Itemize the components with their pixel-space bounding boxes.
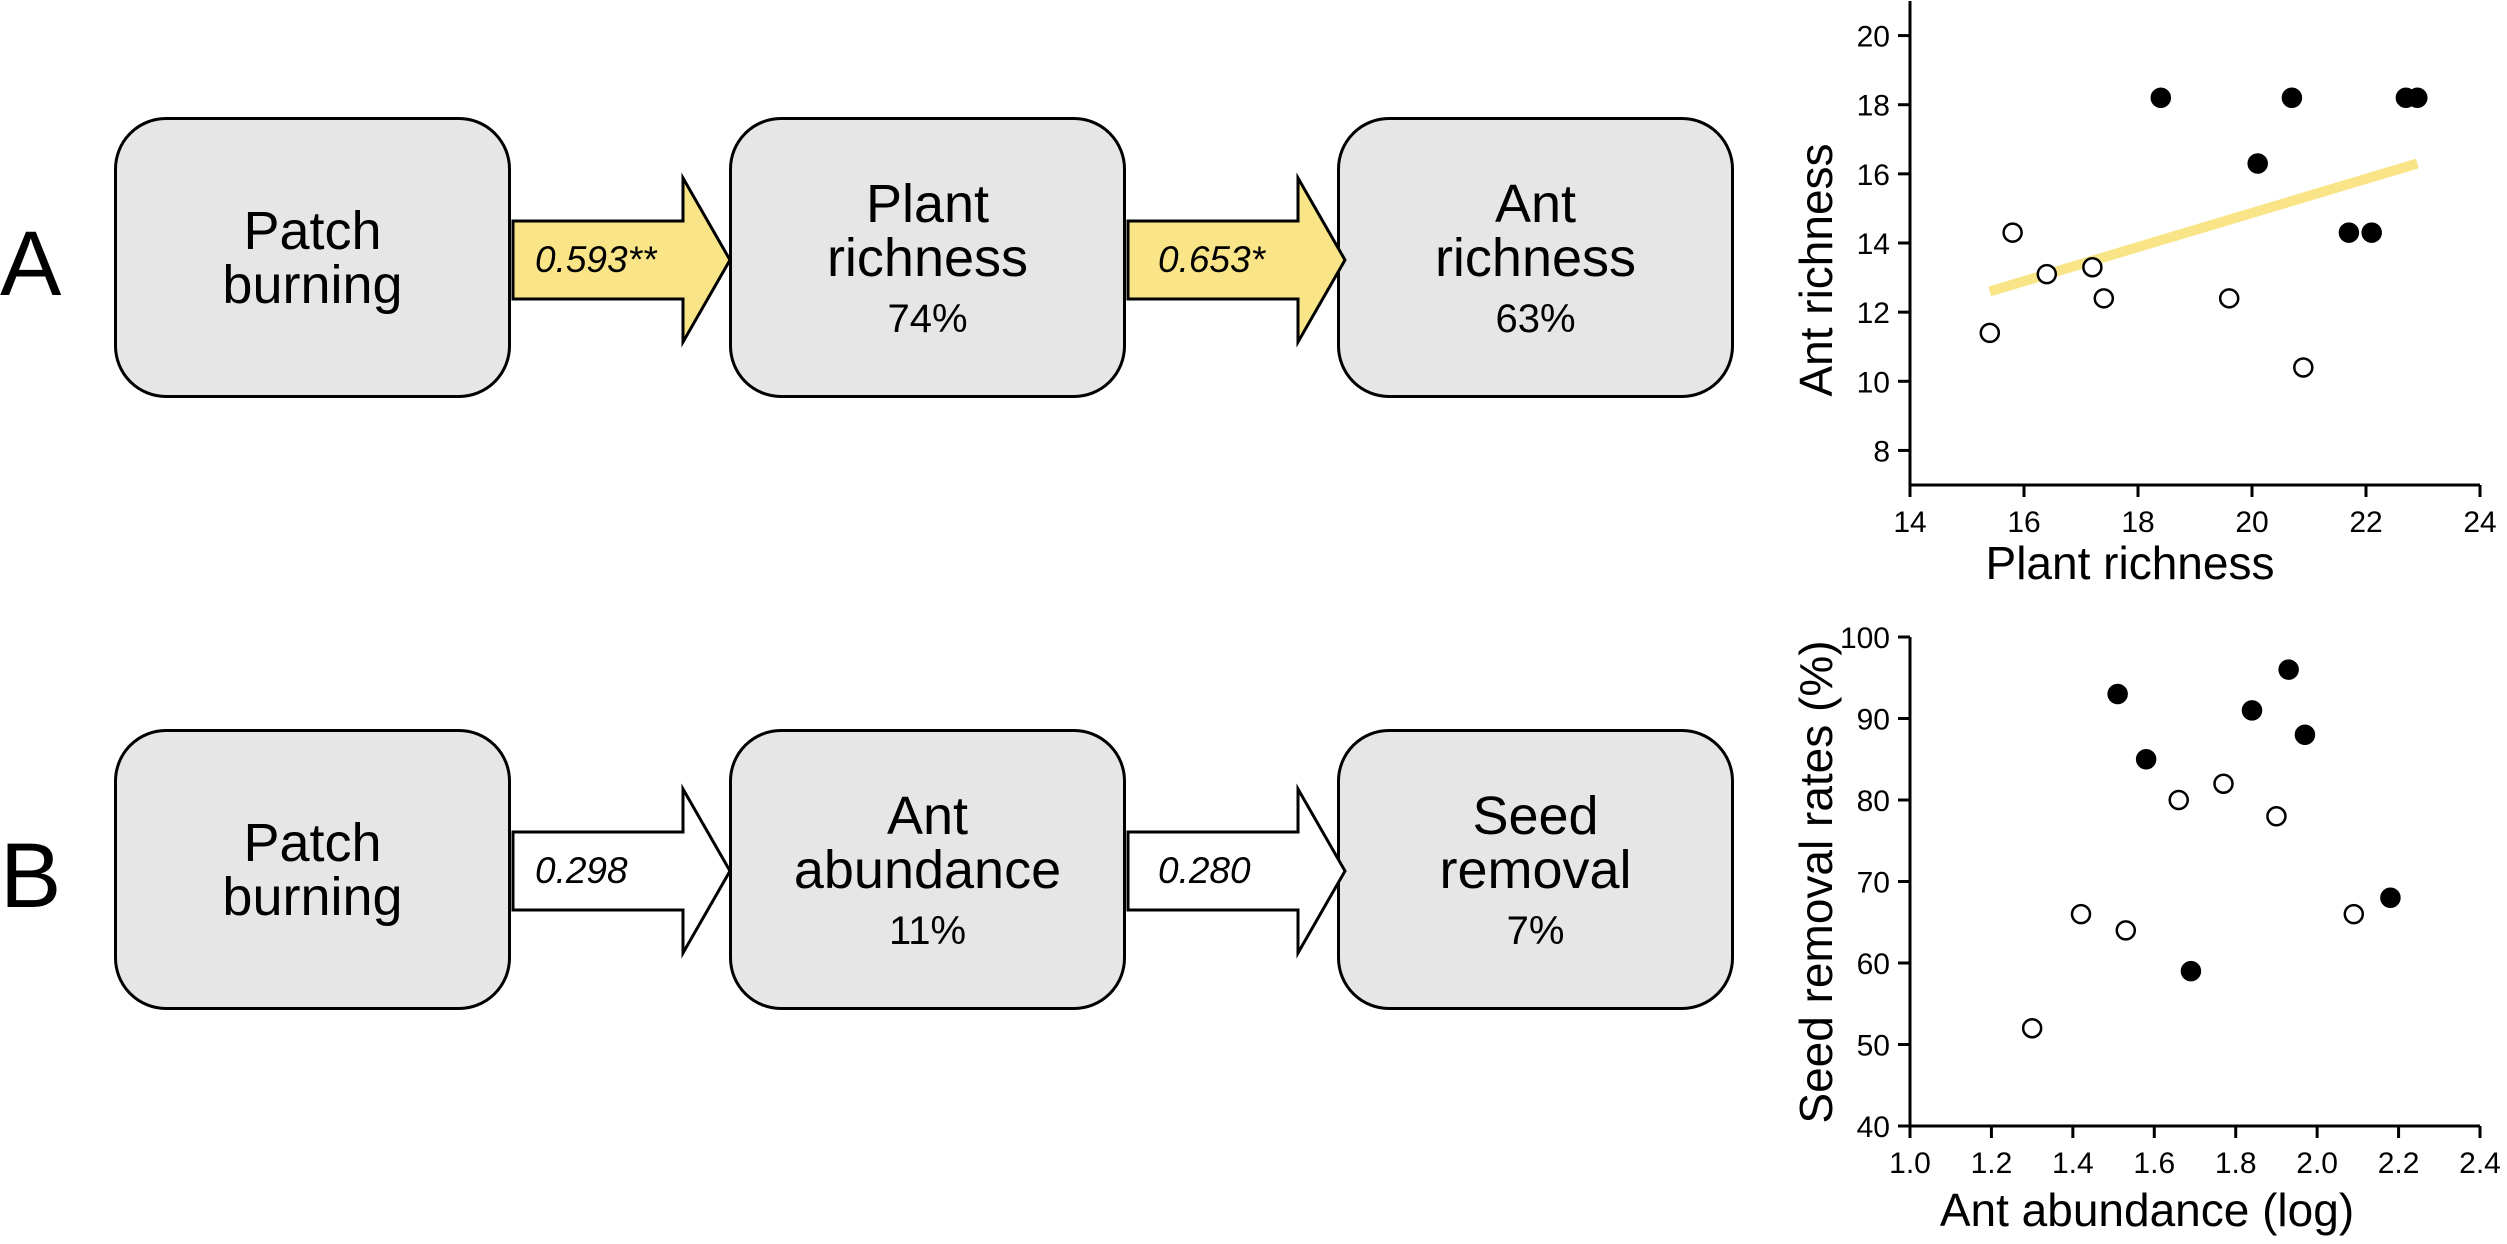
ant-richness-box: Ant richness 63% [1337, 117, 1734, 398]
box-title: Seed removal [1439, 785, 1632, 900]
y-tick-label: 40 [1857, 1111, 1890, 1144]
box-title: Patch burning [222, 812, 403, 927]
y-tick-label: 10 [1857, 366, 1890, 399]
x-tick-label: 1.6 [2133, 1147, 2175, 1180]
path-coefficient: 0.653* [1158, 239, 1265, 280]
filled-point [2361, 222, 2382, 243]
filled-point [2278, 659, 2299, 680]
y-tick-label: 60 [1857, 948, 1890, 981]
y-tick-label: 20 [1857, 21, 1890, 54]
x-tick-label: 2.0 [2296, 1147, 2338, 1180]
open-point [2093, 288, 2115, 309]
box-title: Plant richness [826, 173, 1029, 288]
arrow-shape [511, 172, 732, 348]
y-tick-label: 18 [1857, 90, 1890, 123]
y-tick-label: 70 [1857, 867, 1890, 900]
y-tick-label: 16 [1857, 159, 1890, 192]
patch-burning-box-b: Patch burning [114, 729, 511, 1010]
open-point [2293, 357, 2314, 378]
filled-point [2247, 153, 2268, 174]
variance-explained: 11% [888, 908, 967, 953]
filled-point [2180, 960, 2202, 982]
filled-point [2241, 700, 2263, 721]
open-point [2115, 920, 2137, 941]
panel-label-b: B [0, 825, 62, 927]
filled-point [2150, 87, 2172, 109]
y-tick-label: 50 [1857, 1030, 1890, 1063]
open-point [2021, 1017, 2043, 1039]
filled-point [2135, 749, 2157, 770]
y-tick-label: 14 [1857, 228, 1890, 261]
seed-removal-box: Seed removal 7% [1337, 729, 1734, 1010]
y-tick-label: 80 [1857, 785, 1890, 818]
x-tick-label: 24 [2463, 506, 2496, 539]
filled-point [2407, 87, 2428, 109]
x-tick-label: 1.0 [1889, 1147, 1931, 1180]
path-coefficient: 0.298 [535, 850, 628, 891]
y-axis-label: Seed removal rates (%) [1790, 640, 1842, 1123]
x-tick-label: 1.8 [2215, 1147, 2257, 1180]
open-point [2002, 222, 2023, 243]
path-coefficient: 0.593** [535, 239, 657, 280]
variance-explained: 7% [1506, 908, 1565, 953]
y-tick-label: 90 [1857, 704, 1890, 737]
path-arrow-b2 [1126, 783, 1347, 959]
y-tick-label: 100 [1840, 622, 1890, 655]
x-tick-label: 1.2 [1971, 1147, 2013, 1180]
variance-explained: 74% [887, 296, 968, 341]
open-point [2036, 263, 2058, 285]
filled-point [2107, 683, 2128, 705]
open-point [2070, 903, 2092, 925]
path-coefficient: 0.280 [1158, 850, 1251, 891]
x-tick-label: 16 [2007, 506, 2040, 539]
x-tick-label: 1.4 [2052, 1147, 2094, 1180]
x-tick-label: 22 [2349, 506, 2382, 539]
x-tick-label: 14 [1893, 506, 1926, 539]
filled-point [2338, 222, 2360, 243]
box-title: Ant abundance [793, 785, 1062, 900]
arrow-shape [1126, 172, 1347, 348]
y-axis-label: Ant richness [1790, 143, 1842, 396]
path-arrow-b1 [511, 783, 732, 959]
x-tick-label: 2.4 [2459, 1147, 2501, 1180]
x-tick-label: 20 [2235, 506, 2268, 539]
filled-point [2294, 724, 2316, 746]
trend-line [1988, 158, 2419, 297]
y-tick-label: 8 [1873, 435, 1890, 468]
variance-explained: 63% [1495, 296, 1576, 341]
arrow-shape [511, 783, 732, 959]
path-arrow-a1 [511, 172, 732, 348]
open-point [1979, 322, 2001, 344]
arrow-shape [1126, 783, 1347, 959]
x-tick-label: 2.2 [2378, 1147, 2420, 1180]
x-tick-label: 18 [2121, 506, 2154, 539]
y-tick-label: 12 [1857, 297, 1890, 330]
open-point [2343, 903, 2365, 925]
open-point [2213, 773, 2234, 794]
open-point [2218, 288, 2240, 309]
box-title: Ant richness [1434, 173, 1637, 288]
panel-label-a: A [0, 213, 62, 315]
open-point [2266, 806, 2287, 827]
x-axis-label: Ant abundance (log) [1940, 1184, 2354, 1236]
box-title: Patch burning [222, 200, 403, 315]
open-point [2168, 789, 2189, 811]
ant-abundance-box: Ant abundance 11% [729, 729, 1126, 1010]
open-point [2082, 256, 2103, 278]
plant-richness-box: Plant richness 74% [729, 117, 1126, 398]
patch-burning-box-a: Patch burning [114, 117, 511, 398]
x-axis-label: Plant richness [1986, 537, 2275, 589]
filled-point [2380, 887, 2401, 909]
filled-point [2281, 87, 2303, 109]
path-arrow-a2 [1126, 172, 1347, 348]
